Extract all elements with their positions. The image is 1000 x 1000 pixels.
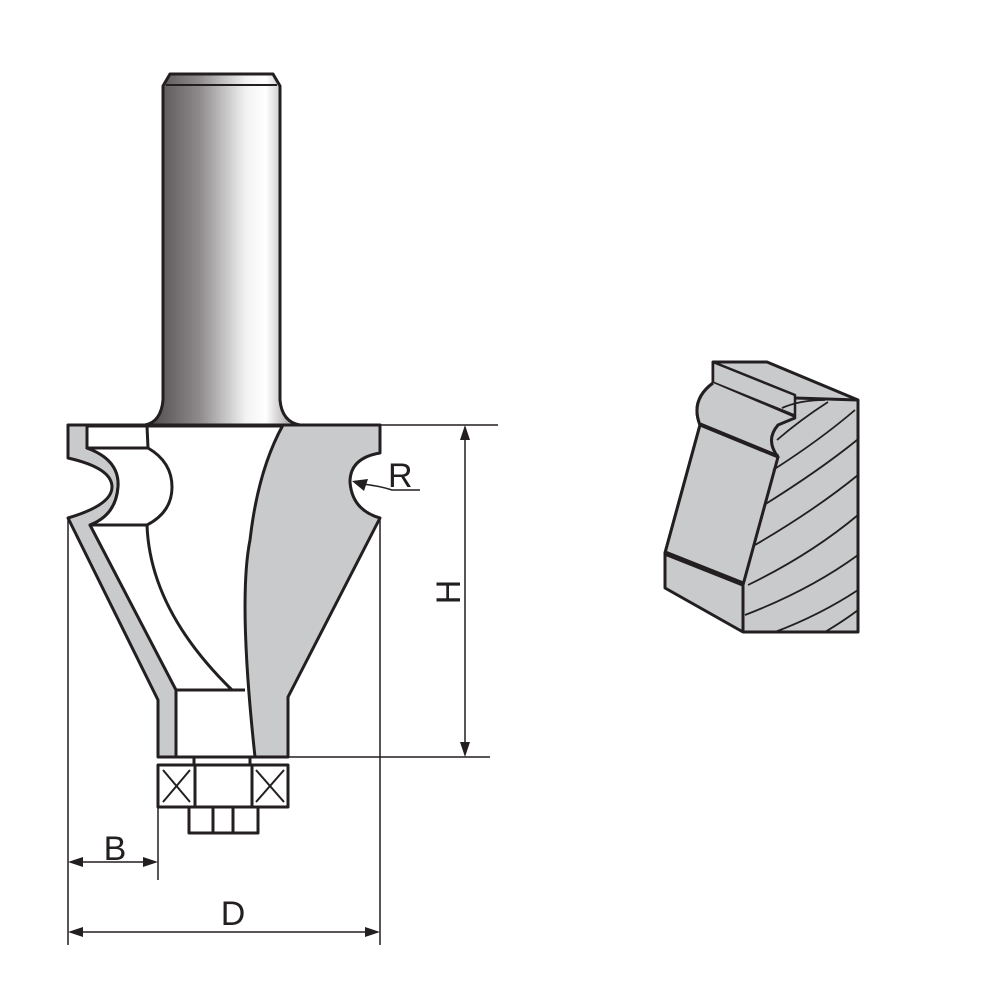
workpiece-bead — [695, 381, 796, 459]
cutter-inner-curve — [145, 524, 234, 692]
dimension-lines — [67, 424, 498, 945]
label-height: H — [430, 580, 468, 605]
right-cutter-blade — [243, 423, 382, 759]
shank — [143, 72, 302, 427]
label-diameter: D — [221, 895, 246, 933]
label-bearing-offset: B — [104, 830, 127, 868]
cutter-top-box — [85, 424, 150, 450]
dimension-arrows — [68, 425, 470, 937]
label-radius: R — [388, 457, 413, 495]
workpiece-profile — [663, 360, 860, 634]
bearing-nut — [187, 805, 260, 835]
bearing — [156, 755, 290, 809]
cutter-bead-ghost — [85, 446, 174, 527]
wood-grain-lines — [744, 399, 859, 633]
